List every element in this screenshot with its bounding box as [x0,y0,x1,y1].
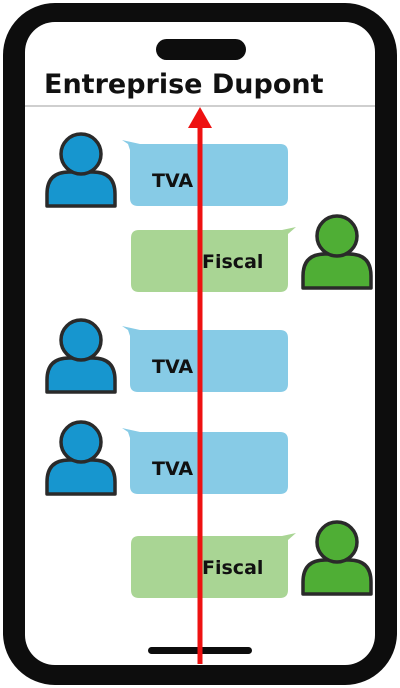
message-label: TVA [152,356,193,378]
message-row: TVA [45,420,288,496]
message-label: TVA [152,170,193,192]
message-bubble [122,140,288,206]
user-avatar-icon [45,420,117,496]
phone-notch [156,39,246,60]
message-bubble [131,533,296,598]
message-row: TVA [45,318,288,394]
user-avatar-icon [45,132,117,208]
message-label: TVA [152,458,193,480]
user-avatar-icon [45,318,117,394]
up-arrow-icon [188,107,212,664]
message-label: Fiscal [202,251,263,273]
user-avatar-icon [301,214,373,290]
message-bubble [122,326,288,392]
message-bubble [122,428,288,494]
message-row: Fiscal [131,214,373,292]
user-avatar-icon [301,520,373,596]
message-bubble [131,227,296,292]
message-row: TVA [45,132,288,208]
page-title: Entreprise Dupont [44,69,324,100]
message-label: Fiscal [202,557,263,579]
message-row: Fiscal [131,520,373,598]
